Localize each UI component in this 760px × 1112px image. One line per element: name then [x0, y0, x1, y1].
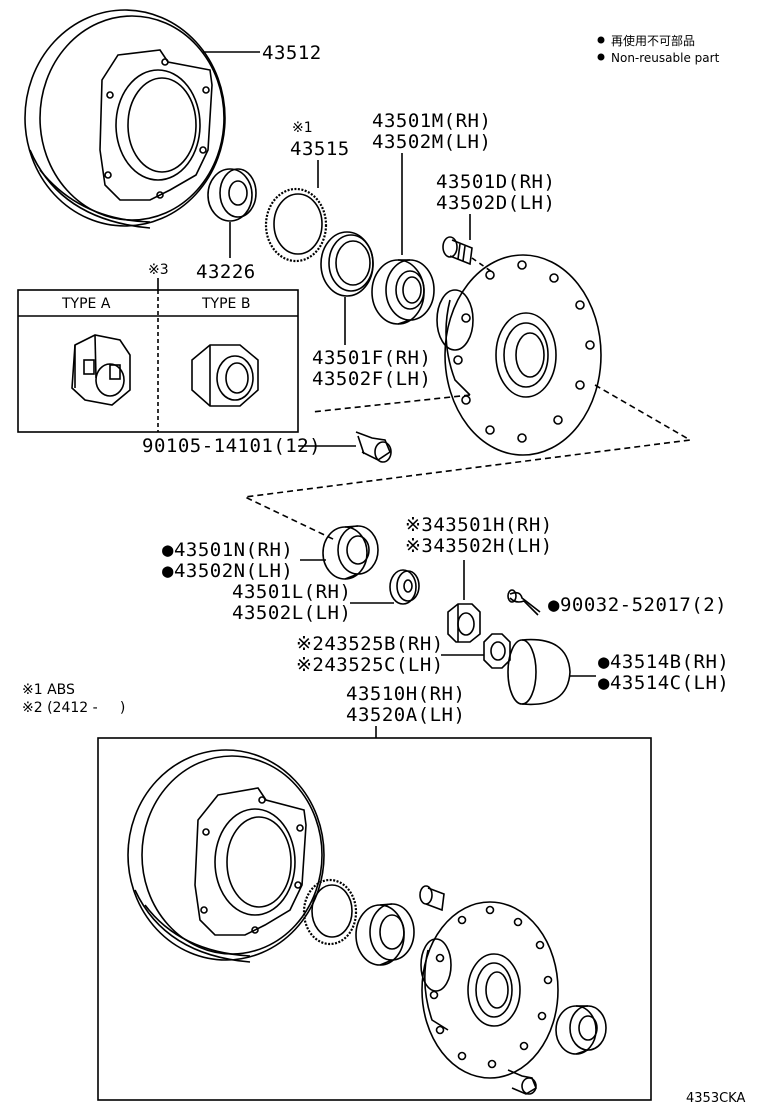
hub-bolt-lower [419, 885, 445, 912]
label-43502M: 43502M(LH) [372, 131, 491, 153]
legend-jp: 再使用不可部品 [611, 33, 695, 48]
label-43502F: 43502F(LH) [312, 368, 431, 390]
spacer-43226 [207, 168, 257, 222]
legend-bullet-icon [597, 36, 605, 44]
label-43510H: 43510H(RH) [346, 683, 465, 705]
legend-en: Non-reusable part [611, 51, 720, 65]
label-43501M: 43501M(RH) [372, 110, 491, 132]
abs-ring-43515 [264, 187, 328, 263]
label-43514B: ●43514B(RH) [598, 651, 729, 673]
label-43525B: ※243525B(RH) [296, 633, 444, 655]
label-43512: 43512 [262, 42, 322, 64]
label-43520A: 43520A(LH) [346, 704, 465, 726]
label-43501N: ●43501N(RH) [162, 539, 293, 561]
label-43501D: 43501D(RH) [436, 171, 555, 193]
axle-hub-upper [436, 254, 602, 456]
diagram-code: 4353CKA [686, 1091, 745, 1106]
lock-nut-type-b [191, 344, 259, 407]
label-43502L: 43502L(LH) [232, 602, 351, 624]
label-43514C: ●43514C(LH) [598, 672, 729, 694]
bearing-lower-inner [355, 903, 415, 966]
brake-disc-upper [24, 9, 226, 229]
label-43502N: ●43502N(LH) [162, 560, 293, 582]
cotter-pin-90032 [507, 589, 541, 616]
label-43502D: 43502D(LH) [436, 192, 555, 214]
note-abs: ※1 ABS [22, 682, 75, 698]
hub-bolt-43501D [442, 236, 473, 266]
legend-bullet-icon [597, 53, 605, 61]
label-43226: 43226 [196, 261, 256, 283]
hub-bolt-90105 [355, 431, 392, 463]
bearing-lower-outer [555, 1005, 607, 1055]
oil-seal-43501F [320, 231, 374, 297]
label-90105: 90105-14101(12) [142, 435, 321, 457]
label-43525C: ※243525C(LH) [296, 654, 444, 676]
note-date-range: ※2 (2412 - ) [22, 700, 125, 716]
hub-cap-43514B [507, 638, 571, 706]
note-mark-3: ※3 [148, 262, 169, 278]
brake-disc-lower [127, 749, 325, 963]
note-mark-1: ※1 [292, 120, 313, 136]
label-43515: 43515 [290, 138, 350, 160]
abs-ring-lower [302, 878, 358, 946]
label-43501F: 43501F(RH) [312, 347, 431, 369]
lock-cap-43525B [483, 633, 511, 669]
washer-43501L [389, 569, 420, 605]
label-43501L: 43501L(RH) [232, 581, 351, 603]
type-a-label: TYPE A [61, 296, 111, 312]
label-90032: ●90032-52017(2) [548, 594, 727, 616]
castle-nut-43501H [447, 603, 481, 643]
hub-bolt-lower-2 [507, 1069, 537, 1095]
axle-hub-lower [420, 901, 559, 1079]
type-b-label: TYPE B [201, 296, 250, 312]
label-43502H: ※343502H(LH) [405, 535, 553, 557]
castle-nut-type-a [71, 334, 131, 406]
hub-assembly-box [97, 737, 652, 1101]
bearing-43501N [322, 525, 379, 580]
label-43501H: ※343501H(RH) [405, 514, 553, 536]
bearing-43501M [371, 259, 435, 325]
